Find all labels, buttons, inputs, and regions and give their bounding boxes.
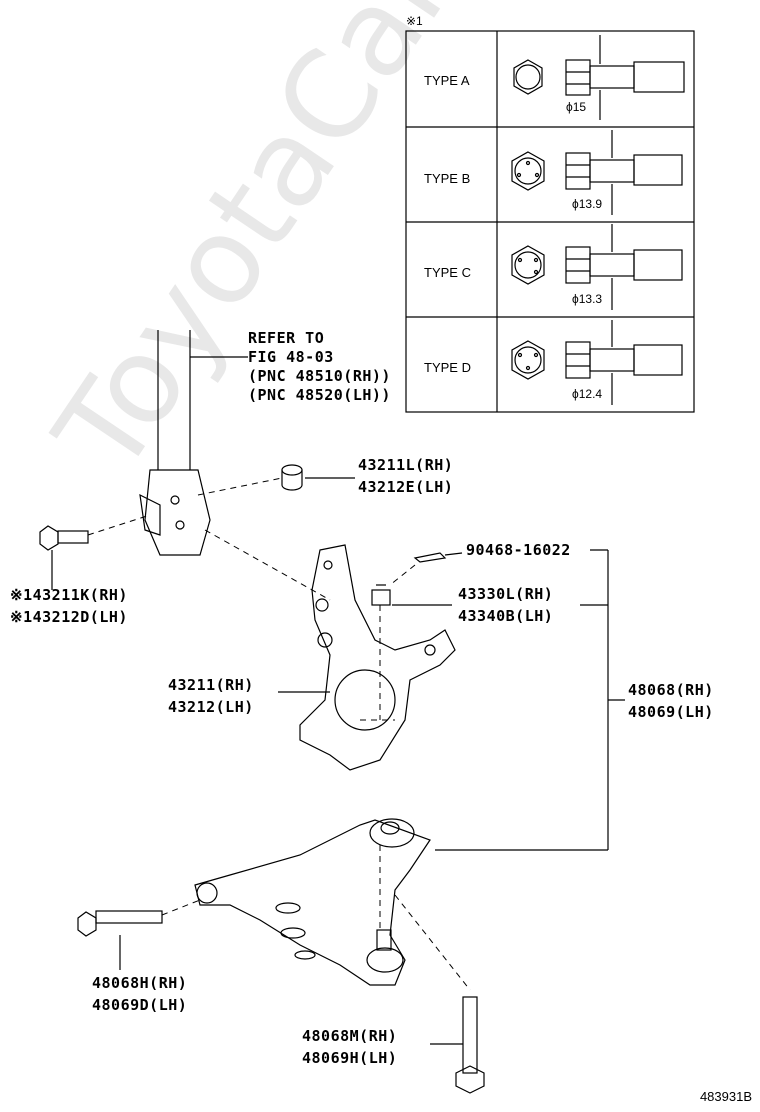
bottom-bolt-lh: 48069H(LH) — [302, 1049, 398, 1067]
castle-nut-rh: 43330L(RH) — [458, 585, 554, 603]
type-d-diameter: ϕ12.4 — [572, 387, 603, 401]
knuckle — [278, 544, 456, 771]
arm-bolt-lh: 48069D(LH) — [92, 996, 188, 1014]
type-table — [405, 30, 695, 413]
strut — [139, 330, 248, 556]
note-mark: ※1 — [406, 14, 423, 28]
type-b-label: TYPE B — [424, 171, 471, 186]
type-a-label: TYPE A — [424, 73, 470, 88]
type-b-diameter: ϕ13.9 — [572, 197, 603, 211]
castle-nut-lh: 43340B(LH) — [458, 607, 554, 625]
nut-top — [281, 464, 355, 491]
bolt-bottom — [430, 996, 485, 1094]
knuckle-rh: 43211(RH) — [168, 676, 254, 694]
nut-top-lh: 43212E(LH) — [358, 478, 454, 496]
type-c-label: TYPE C — [424, 265, 471, 280]
refer-line-4: (PNC 48520(LH)) — [248, 386, 391, 404]
lower-arm — [194, 818, 431, 986]
cotter-pin-label: 90468-16022 — [466, 541, 571, 559]
bolt-arm — [77, 910, 163, 970]
type-d-label: TYPE D — [424, 360, 471, 375]
arm-rh: 48068(RH) — [628, 681, 714, 699]
stud-type-b — [511, 130, 683, 215]
stud-type-a — [513, 35, 685, 120]
bottom-bolt-rh: 48068M(RH) — [302, 1027, 398, 1045]
castle-nut — [371, 584, 452, 606]
type-a-diameter: ϕ15 — [566, 100, 587, 114]
figure-id: 483931B — [699, 1089, 752, 1104]
bolt-left — [39, 525, 89, 590]
arm-bolt-rh: 48068H(RH) — [92, 974, 188, 992]
refer-line-3: (PNC 48510(RH)) — [248, 367, 391, 385]
assembly-dashes — [87, 477, 471, 991]
nut-top-rh: 43211L(RH) — [358, 456, 454, 474]
arm-lh: 48069(LH) — [628, 703, 714, 721]
refer-line-1: REFER TO — [248, 329, 325, 347]
bolt-left-rh: ※143211K(RH) — [10, 586, 128, 604]
knuckle-lh: 43212(LH) — [168, 698, 254, 716]
cotter-pin — [413, 552, 463, 563]
stud-type-c — [511, 224, 683, 310]
bolt-left-lh: ※143212D(LH) — [10, 608, 128, 626]
stud-type-d — [511, 320, 683, 405]
type-c-diameter: ϕ13.3 — [572, 292, 603, 306]
refer-line-2: FIG 48-03 — [248, 348, 334, 366]
